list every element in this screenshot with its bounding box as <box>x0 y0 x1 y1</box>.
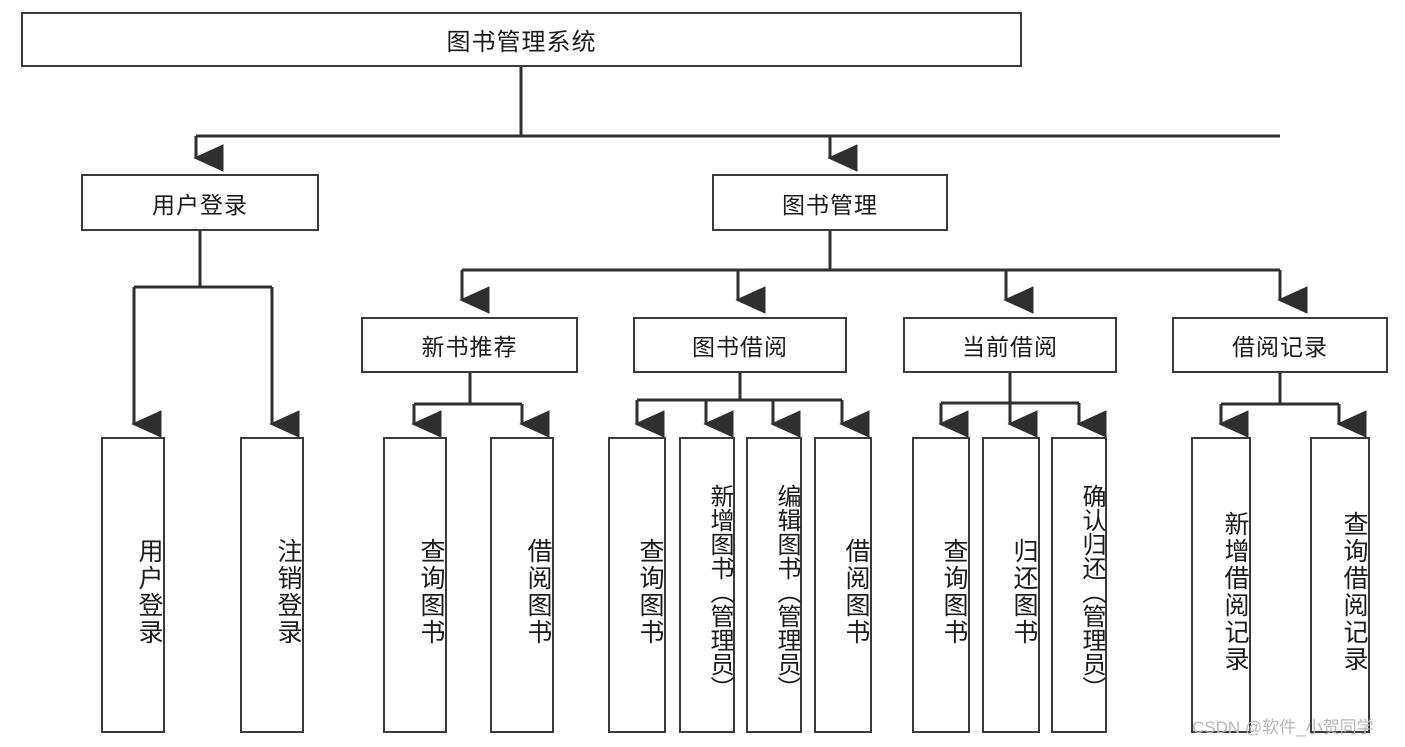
node-book-borrow[interactable]: 图书借阅 <box>633 317 847 373</box>
leaf-return-book[interactable]: 归还图书 <box>982 437 1040 733</box>
leaf-add-book-admin[interactable]: 新增图书（管理员） <box>679 437 735 733</box>
node-label: 注销登录 <box>274 538 302 646</box>
node-label: 新增图书（管理员） <box>706 484 733 700</box>
node-label: 借阅记录 <box>1232 334 1328 360</box>
node-new-book-recommendation[interactable]: 新书推荐 <box>361 317 578 373</box>
node-label: 查询借阅记录 <box>1340 511 1368 673</box>
leaf-borrow-book-recommendation[interactable]: 借阅图书 <box>490 437 554 733</box>
node-label: 新增借阅记录 <box>1221 511 1249 673</box>
node-borrow-record[interactable]: 借阅记录 <box>1172 317 1388 373</box>
node-label: 查询图书 <box>417 538 445 646</box>
leaf-logout[interactable]: 注销登录 <box>240 437 304 733</box>
leaf-query-book-current[interactable]: 查询图书 <box>912 437 970 733</box>
leaf-query-book-borrow[interactable]: 查询图书 <box>608 437 666 733</box>
node-label: 图书管理 <box>782 191 878 218</box>
leaf-borrow-book[interactable]: 借阅图书 <box>814 437 872 733</box>
leaf-user-login[interactable]: 用户登录 <box>101 437 165 733</box>
node-label: 当前借阅 <box>962 334 1058 360</box>
node-label: 用户登录 <box>135 538 163 646</box>
leaf-query-book-recommendation[interactable]: 查询图书 <box>383 437 447 733</box>
leaf-query-borrow-record[interactable]: 查询借阅记录 <box>1310 437 1370 733</box>
node-root-book-management-system[interactable]: 图书管理系统 <box>21 12 1022 67</box>
node-label: 查询图书 <box>636 538 664 646</box>
node-label: 图书管理系统 <box>446 29 597 56</box>
leaf-edit-book-admin[interactable]: 编辑图书（管理员） <box>746 437 802 733</box>
node-label: 编辑图书（管理员） <box>773 484 800 700</box>
leaf-add-borrow-record[interactable]: 新增借阅记录 <box>1191 437 1251 733</box>
leaf-confirm-return-admin[interactable]: 确认归还（管理员） <box>1051 437 1107 733</box>
watermark: CSDN @软件_小贺同学 <box>1192 718 1374 737</box>
node-label: 新书推荐 <box>421 334 518 360</box>
node-label: 确认归还（管理员） <box>1078 484 1105 700</box>
node-book-management[interactable]: 图书管理 <box>712 174 948 231</box>
node-label: 归还图书 <box>1010 538 1038 646</box>
node-label: 用户登录 <box>152 191 248 218</box>
node-label: 查询图书 <box>940 538 968 646</box>
node-label: 借阅图书 <box>842 538 870 646</box>
node-current-borrow[interactable]: 当前借阅 <box>903 317 1117 373</box>
node-label: 借阅图书 <box>524 538 552 646</box>
node-user-login[interactable]: 用户登录 <box>81 174 319 231</box>
node-label: 图书借阅 <box>692 334 788 360</box>
